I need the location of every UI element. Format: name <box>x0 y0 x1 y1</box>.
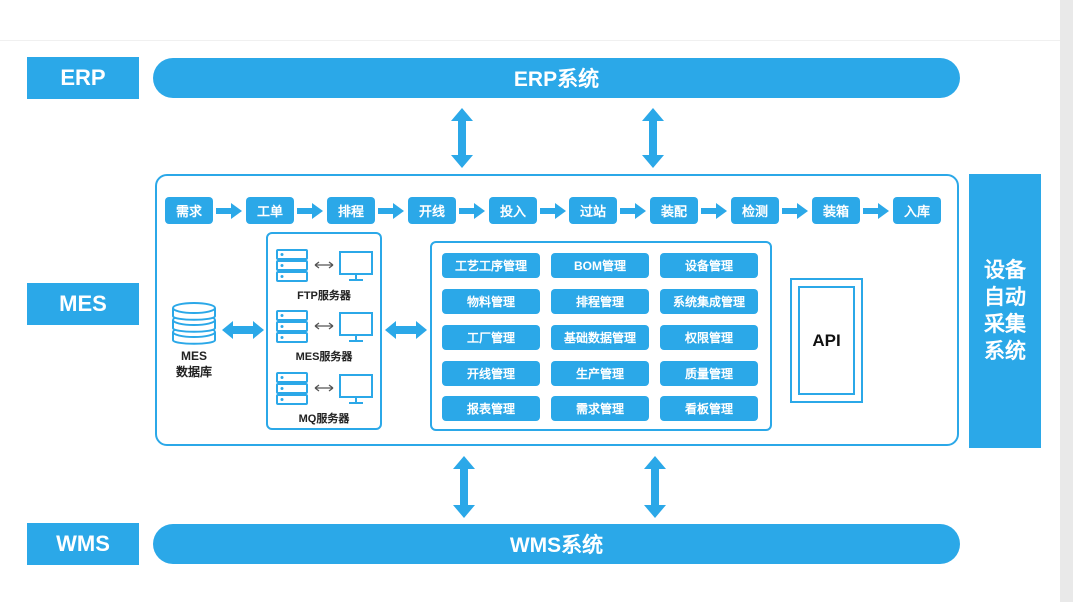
module-item: 排程管理 <box>551 289 649 314</box>
module-item: 物料管理 <box>442 289 540 314</box>
process-step: 过站 <box>569 197 617 224</box>
server-label: FTP服务器 <box>297 290 351 302</box>
flow-arrow-icon <box>378 203 404 219</box>
flow-arrow-icon <box>540 203 566 219</box>
erp-mes-arrow-right <box>642 108 664 168</box>
right-edge-strip <box>1060 0 1073 602</box>
module-item: 生产管理 <box>551 361 649 386</box>
flow-arrow-icon <box>459 203 485 219</box>
process-step: 装箱 <box>812 197 860 224</box>
mes-layer-label: MES <box>27 283 139 325</box>
server-label: MES服务器 <box>295 351 353 363</box>
server-monitor-icon <box>276 372 373 405</box>
module-item: 报表管理 <box>442 396 540 421</box>
erp-mes-arrow-left <box>451 108 473 168</box>
db-label-line1: MES <box>180 349 207 363</box>
db-server-arrow <box>222 321 264 339</box>
process-step: 装配 <box>650 197 698 224</box>
erp-system-bar: ERP系统 <box>153 58 960 98</box>
process-step: 检测 <box>731 197 779 224</box>
module-item: 系统集成管理 <box>660 289 758 314</box>
api-label: API <box>798 286 855 395</box>
top-divider <box>0 40 1060 41</box>
equipment-label: 设备自动采集系统 <box>984 259 1026 363</box>
module-item: 开线管理 <box>442 361 540 386</box>
module-item: 权限管理 <box>660 325 758 350</box>
server-module-arrow <box>385 321 427 339</box>
process-step: 入库 <box>893 197 941 224</box>
equipment-collection-system: 设备自动采集系统 <box>969 174 1041 448</box>
module-item: 看板管理 <box>660 396 758 421</box>
module-item: 设备管理 <box>660 253 758 278</box>
process-step: 投入 <box>489 197 537 224</box>
process-step: 工单 <box>246 197 294 224</box>
process-step: 开线 <box>408 197 456 224</box>
module-item: 工艺工序管理 <box>442 253 540 278</box>
wms-system-bar: WMS系统 <box>153 524 960 564</box>
db-label-line2: 数据库 <box>175 365 212 379</box>
module-item: BOM管理 <box>551 253 649 278</box>
module-item: 质量管理 <box>660 361 758 386</box>
flow-arrow-icon <box>863 203 889 219</box>
module-item: 工厂管理 <box>442 325 540 350</box>
mes-database-label: MES 数据库 <box>164 348 224 380</box>
module-item: 需求管理 <box>551 396 649 421</box>
flow-arrow-icon <box>216 203 242 219</box>
module-item: 基础数据管理 <box>551 325 649 350</box>
flow-arrow-icon <box>782 203 808 219</box>
server-monitor-icon <box>276 310 373 343</box>
erp-layer-label: ERP <box>27 57 139 99</box>
mes-wms-arrow-left <box>453 456 475 518</box>
flow-arrow-icon <box>701 203 727 219</box>
server-monitor-icon <box>276 249 373 282</box>
wms-layer-label: WMS <box>27 523 139 565</box>
flow-arrow-icon <box>297 203 323 219</box>
server-label: MQ服务器 <box>298 413 350 425</box>
database-icon <box>172 302 216 345</box>
api-box: API <box>790 278 863 403</box>
process-step: 排程 <box>327 197 375 224</box>
flow-arrow-icon <box>620 203 646 219</box>
mes-wms-arrow-right <box>644 456 666 518</box>
process-step: 需求 <box>165 197 213 224</box>
